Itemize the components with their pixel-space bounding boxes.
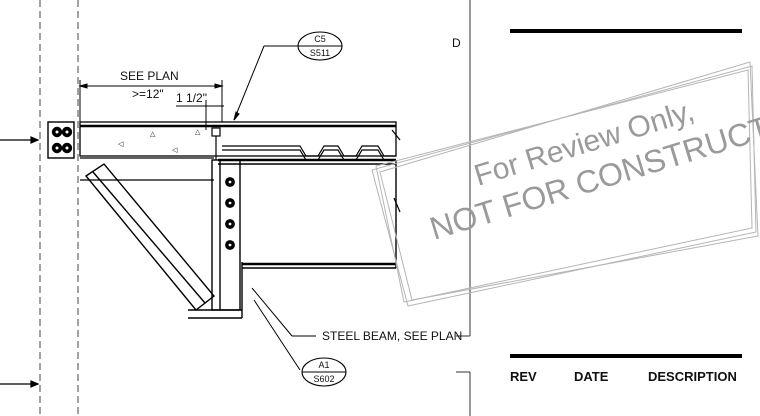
anchor-bolt-plate bbox=[47, 121, 75, 159]
kicker-brace bbox=[84, 163, 216, 311]
dim-see-plan: SEE PLAN bbox=[120, 69, 179, 83]
beam-note: STEEL BEAM, SEE PLAN bbox=[322, 329, 462, 343]
dim-min-length: >=12" bbox=[132, 87, 164, 101]
col-rev: REV bbox=[510, 369, 537, 384]
col-description: DESCRIPTION bbox=[648, 369, 737, 384]
callout-leaders bbox=[233, 45, 316, 371]
left-arrows bbox=[0, 136, 40, 388]
dimension-lines bbox=[78, 80, 224, 130]
callout-a1-code: A1 bbox=[318, 360, 329, 370]
callout-a1 bbox=[301, 357, 347, 387]
steel-beam bbox=[218, 158, 397, 269]
callout-a1-sheet: S602 bbox=[313, 374, 334, 384]
callout-c5-sheet: S511 bbox=[310, 48, 330, 58]
col-date: DATE bbox=[574, 369, 609, 384]
dim-offset: 1 1/2" bbox=[176, 91, 207, 105]
svg-text:◁: ◁ bbox=[172, 147, 178, 154]
review-stamp-frame bbox=[371, 61, 759, 307]
shear-stud bbox=[211, 127, 221, 160]
svg-text:◁: ◁ bbox=[118, 141, 124, 148]
sheet-border bbox=[456, 0, 471, 416]
metal-deck bbox=[222, 129, 401, 213]
title-block bbox=[510, 29, 742, 358]
column-lines bbox=[39, 0, 79, 416]
callout-c5 bbox=[297, 31, 343, 61]
connection-plate bbox=[188, 159, 243, 319]
callout-c5-code: C5 bbox=[314, 34, 326, 44]
grid-letter: D bbox=[452, 36, 461, 50]
concrete-slab: ◁ △ ◁ △ bbox=[79, 121, 397, 181]
svg-text:△: △ bbox=[195, 129, 201, 136]
svg-text:△: △ bbox=[150, 131, 156, 138]
